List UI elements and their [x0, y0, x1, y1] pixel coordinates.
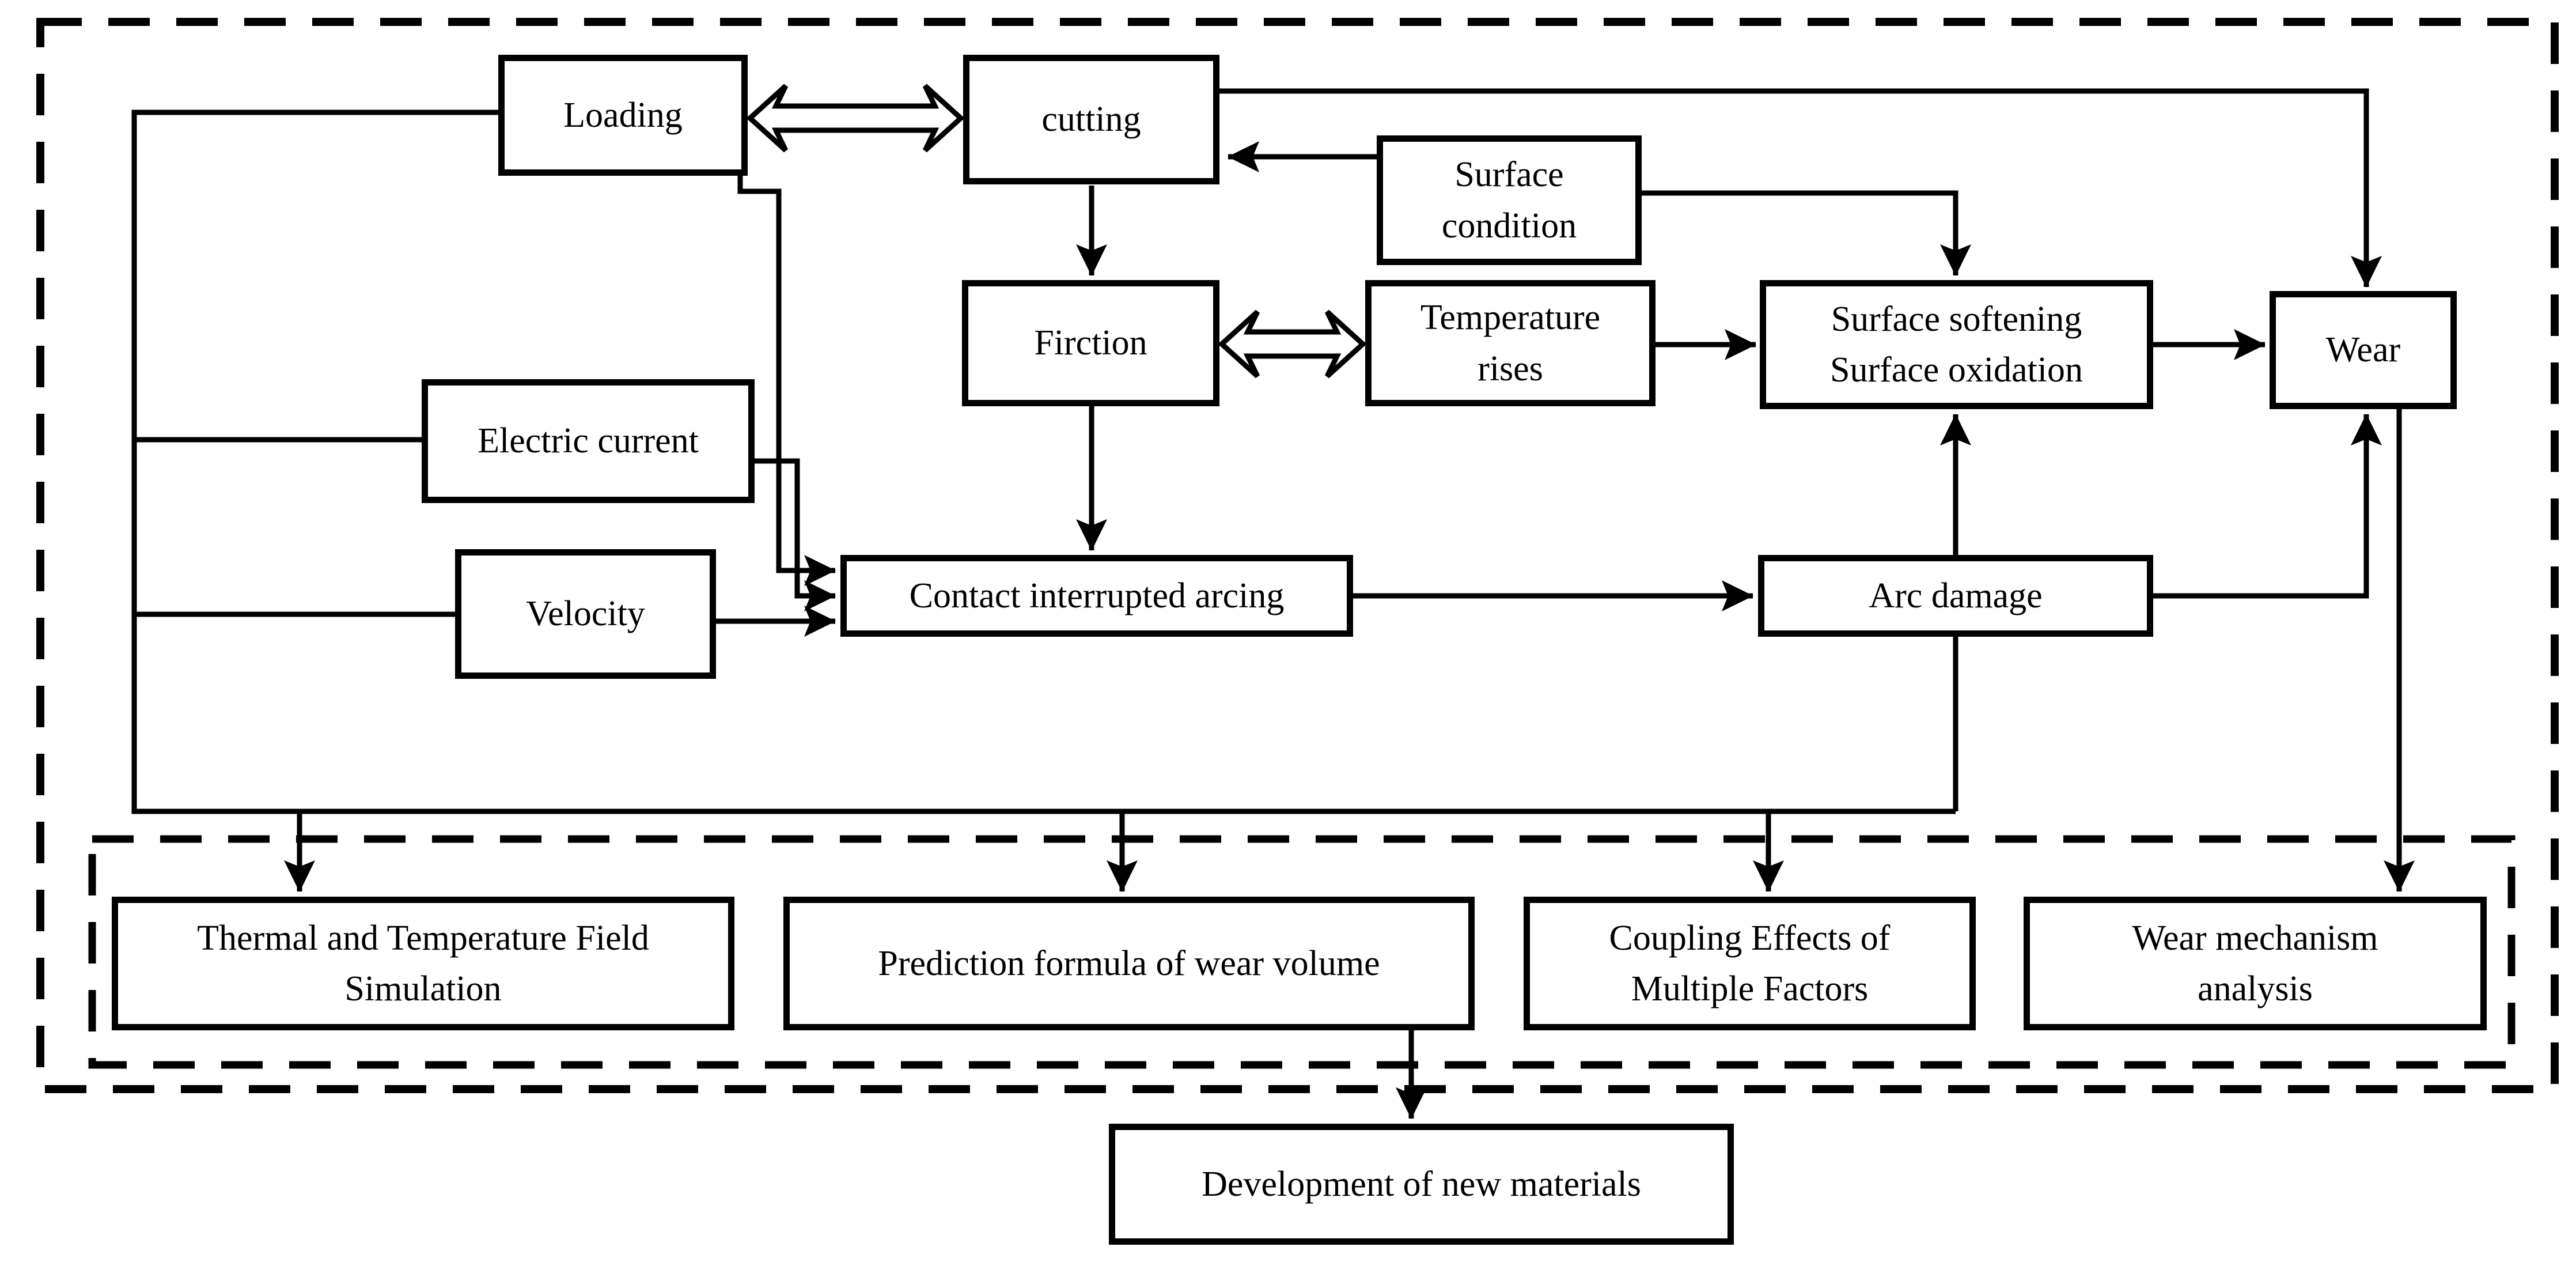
methods-dashed-frame — [88, 835, 2516, 1069]
double-arrow-loading-cutting — [746, 84, 965, 153]
node-thermal-simulation: Thermal and Temperature Field Simulation — [112, 897, 734, 1030]
double-arrow-firction-temperature — [1218, 309, 1367, 379]
node-wear-mechanism-analysis: Wear mechanism analysis — [2024, 897, 2487, 1030]
edge-surfacecondition-softening — [1642, 190, 1971, 276]
node-development-new-materials: Development of new materials — [1109, 1124, 1734, 1245]
node-wear: Wear — [2270, 291, 2457, 409]
edge-left-rail-and-bottom-bus — [131, 109, 1956, 814]
edge-electriccurrent-contact — [755, 458, 836, 611]
node-cutting: cutting — [963, 55, 1219, 184]
node-prediction-formula: Prediction formula of wear volume — [783, 897, 1475, 1030]
node-contact-interrupted-arcing: Contact interrupted arcing — [840, 555, 1353, 637]
node-electric-current: Electric current — [422, 379, 755, 503]
node-surface-condition: Surface condition — [1377, 135, 1642, 265]
edge-loading-contact — [737, 176, 836, 586]
node-temperature-rises: Temperature rises — [1365, 280, 1656, 406]
node-loading: Loading — [498, 55, 748, 176]
node-velocity: Velocity — [455, 549, 716, 679]
node-firction: Firction — [962, 280, 1219, 406]
node-coupling-effects: Coupling Effects of Multiple Factors — [1524, 897, 1976, 1030]
node-surface-softening: Surface softening Surface oxidation — [1760, 280, 2153, 409]
outer-dashed-frame — [36, 18, 2559, 1093]
edge-cutting-wear — [1219, 88, 2382, 288]
edge-arcdamage-wear — [2153, 414, 2382, 599]
node-arc-damage: Arc damage — [1758, 555, 2153, 637]
